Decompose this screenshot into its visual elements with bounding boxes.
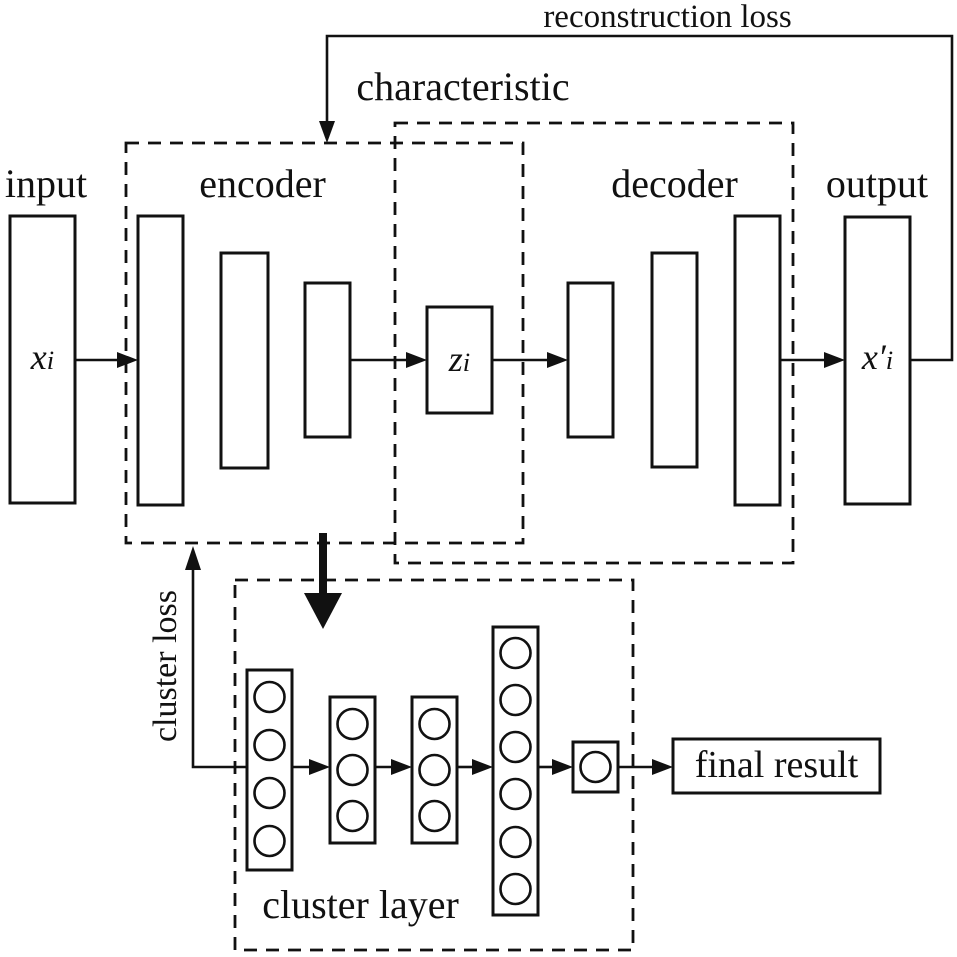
- xi-base: x: [30, 337, 47, 377]
- latent-zi-rect: [425, 305, 494, 415]
- encoder-to-cluster-thick-arrow: [304, 533, 342, 629]
- neuron-circle: [336, 753, 369, 787]
- characteristic-label: characteristic: [356, 64, 570, 109]
- neuron-circle: [253, 680, 286, 714]
- cluster-layer-label: cluster layer: [262, 882, 459, 927]
- final-result-label: final result: [694, 744, 859, 787]
- decoder-label: decoder: [611, 161, 738, 206]
- decoder-layer3-rect: [733, 214, 782, 507]
- arrow-encoder-to-zi: [350, 352, 427, 368]
- neuron-circle: [418, 753, 451, 787]
- neuron-circle: [579, 750, 612, 784]
- arrowhead-up-icon: [185, 546, 201, 570]
- x-prime-subscript: i: [885, 345, 894, 375]
- final-result-box: [671, 737, 882, 795]
- cluster-neurons: [253, 636, 612, 906]
- cluster-loss-label: cluster loss: [147, 589, 184, 743]
- cluster-col4-rect: [491, 625, 540, 917]
- neuron-circle: [499, 683, 532, 717]
- cluster-layer-dashed-box: [233, 578, 635, 952]
- encoder-layer1-rect: [136, 214, 185, 507]
- output-layer-rect: [843, 215, 912, 506]
- neuron-circle: [499, 777, 532, 811]
- arrow-to-final-result: [618, 759, 673, 775]
- characteristic-decoder-dashed-box: [393, 121, 795, 565]
- x-prime-base: x′: [861, 337, 886, 377]
- neuron-circle: [336, 799, 369, 833]
- arrow-decoder-to-output: [780, 352, 845, 368]
- thick-arrowhead-down-icon: [304, 593, 342, 629]
- cluster-loss-arrow: [185, 546, 247, 769]
- xi-label: xi: [10, 337, 75, 377]
- neuron-circle: [253, 776, 286, 810]
- arrow-cluster-col2-col3: [375, 759, 412, 775]
- neuron-circle: [499, 730, 532, 764]
- neuron-circle: [418, 707, 451, 741]
- input-label: input: [4, 161, 88, 206]
- xi-subscript: i: [46, 345, 55, 375]
- neuron-circle: [336, 707, 369, 741]
- zi-subscript: i: [462, 347, 471, 377]
- neuron-circle: [418, 799, 451, 833]
- neuron-circle: [253, 728, 286, 762]
- neuron-circle: [499, 825, 532, 859]
- neuron-circle: [253, 824, 286, 858]
- arrow-cluster-col1-col2: [292, 759, 330, 775]
- neuron-circle: [499, 872, 532, 906]
- decoder-layer1-rect: [566, 281, 615, 439]
- arrowhead-down-icon: [319, 121, 335, 143]
- zi-label: zi: [427, 339, 492, 379]
- zi-base: z: [448, 339, 463, 379]
- neuron-circle: [499, 636, 532, 670]
- reconstruction-loss-label: reconstruction loss: [543, 0, 792, 35]
- input-layer-rect: [8, 214, 77, 505]
- arrow-cluster-col4-output-node: [538, 759, 573, 775]
- arrow-input-to-encoder: [75, 352, 138, 368]
- encoder-layer3-rect: [303, 281, 352, 439]
- arrow-cluster-col3-col4: [457, 759, 493, 775]
- x-prime-i-label: x′i: [845, 337, 910, 377]
- output-label: output: [825, 161, 929, 206]
- encoder-label: encoder: [199, 161, 326, 206]
- decoder-layer2-rect: [650, 251, 699, 469]
- encoder-layer2-rect: [219, 251, 270, 470]
- arrow-zi-to-decoder: [492, 352, 568, 368]
- reconstruction-loss-arrow: [319, 34, 954, 362]
